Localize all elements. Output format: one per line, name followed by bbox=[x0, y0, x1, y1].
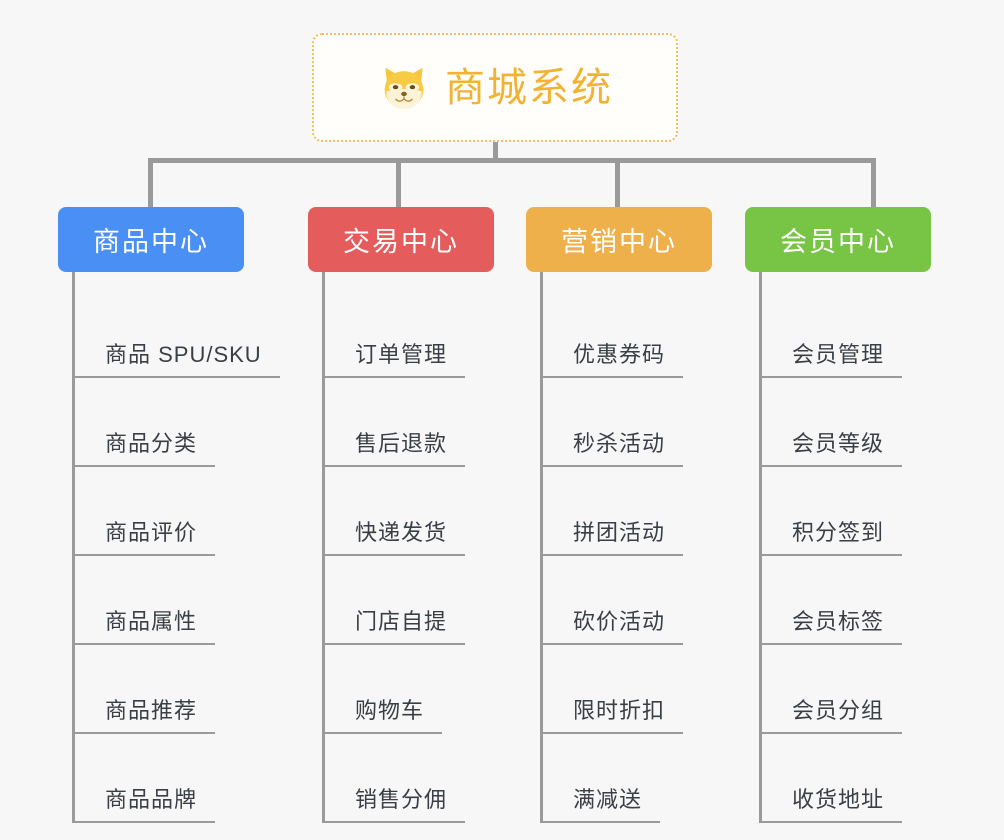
connector-drop-branch-2 bbox=[396, 158, 401, 209]
branch-column-trade-center: 交易中心 订单管理 售后退款 快递发货 门店自提 购物车 销售分佣 bbox=[308, 207, 494, 823]
leaf-label: 会员等级 bbox=[762, 429, 903, 467]
leaf-label: 商品 SPU/SKU bbox=[75, 340, 280, 378]
leaf-item[interactable]: 秒杀活动 bbox=[543, 378, 712, 467]
leaf-item[interactable]: 商品品牌 bbox=[75, 734, 280, 823]
leaf-label: 购物车 bbox=[325, 696, 443, 734]
branch-header-trade-center[interactable]: 交易中心 bbox=[308, 207, 494, 272]
leaf-item[interactable]: 满减送 bbox=[543, 734, 712, 823]
leaf-label: 商品属性 bbox=[75, 607, 216, 645]
connector-drop-branch-1 bbox=[148, 158, 153, 209]
leaf-label: 会员管理 bbox=[762, 340, 903, 378]
leaf-label: 售后退款 bbox=[325, 429, 466, 467]
connector-drop-branch-3 bbox=[615, 158, 620, 209]
leaf-item[interactable]: 会员标签 bbox=[762, 556, 931, 645]
leaf-label: 会员分组 bbox=[762, 696, 903, 734]
leaf-item[interactable]: 会员等级 bbox=[762, 378, 931, 467]
branch-column-marketing-center: 营销中心 优惠券码 秒杀活动 拼团活动 砍价活动 限时折扣 满减送 bbox=[526, 207, 712, 823]
root-node[interactable]: 商城系统 bbox=[312, 33, 678, 142]
leaf-label: 优惠券码 bbox=[543, 340, 684, 378]
leaf-list-trade-center: 订单管理 售后退款 快递发货 门店自提 购物车 销售分佣 bbox=[322, 272, 494, 823]
leaf-item[interactable]: 销售分佣 bbox=[325, 734, 494, 823]
branch-column-member-center: 会员中心 会员管理 会员等级 积分签到 会员标签 会员分组 收货地址 bbox=[745, 207, 931, 823]
leaf-label: 拼团活动 bbox=[543, 518, 684, 556]
leaf-item[interactable]: 商品推荐 bbox=[75, 645, 280, 734]
leaf-label: 商品品牌 bbox=[75, 785, 216, 823]
leaf-item[interactable]: 商品 SPU/SKU bbox=[75, 289, 280, 378]
leaf-label: 会员标签 bbox=[762, 607, 903, 645]
leaf-item[interactable]: 收货地址 bbox=[762, 734, 931, 823]
leaf-label: 商品评价 bbox=[75, 518, 216, 556]
leaf-label: 门店自提 bbox=[325, 607, 466, 645]
leaf-label: 秒杀活动 bbox=[543, 429, 684, 467]
connector-root-stem bbox=[493, 142, 498, 163]
branch-header-marketing-center[interactable]: 营销中心 bbox=[526, 207, 712, 272]
leaf-label: 积分签到 bbox=[762, 518, 903, 556]
leaf-item[interactable]: 会员分组 bbox=[762, 645, 931, 734]
leaf-item[interactable]: 限时折扣 bbox=[543, 645, 712, 734]
leaf-item[interactable]: 快递发货 bbox=[325, 467, 494, 556]
leaf-label: 销售分佣 bbox=[325, 785, 466, 823]
leaf-item[interactable]: 商品属性 bbox=[75, 556, 280, 645]
leaf-list-marketing-center: 优惠券码 秒杀活动 拼团活动 砍价活动 限时折扣 满减送 bbox=[540, 272, 712, 823]
branch-header-product-center[interactable]: 商品中心 bbox=[58, 207, 244, 272]
leaf-item[interactable]: 购物车 bbox=[325, 645, 494, 734]
leaf-list-product-center: 商品 SPU/SKU 商品分类 商品评价 商品属性 商品推荐 商品品牌 bbox=[72, 272, 280, 823]
leaf-item[interactable]: 积分签到 bbox=[762, 467, 931, 556]
leaf-item[interactable]: 订单管理 bbox=[325, 289, 494, 378]
leaf-item[interactable]: 门店自提 bbox=[325, 556, 494, 645]
connector-horizontal-bus bbox=[148, 158, 876, 163]
leaf-item[interactable]: 会员管理 bbox=[762, 289, 931, 378]
shiba-dog-face-icon bbox=[377, 61, 431, 115]
leaf-list-member-center: 会员管理 会员等级 积分签到 会员标签 会员分组 收货地址 bbox=[759, 272, 931, 823]
branch-header-member-center[interactable]: 会员中心 bbox=[745, 207, 931, 272]
leaf-item[interactable]: 商品分类 bbox=[75, 378, 280, 467]
leaf-item[interactable]: 拼团活动 bbox=[543, 467, 712, 556]
leaf-label: 订单管理 bbox=[325, 340, 466, 378]
leaf-item[interactable]: 售后退款 bbox=[325, 378, 494, 467]
leaf-label: 满减送 bbox=[543, 785, 661, 823]
connector-drop-branch-4 bbox=[871, 158, 876, 209]
leaf-item[interactable]: 砍价活动 bbox=[543, 556, 712, 645]
leaf-label: 砍价活动 bbox=[543, 607, 684, 645]
leaf-label: 快递发货 bbox=[325, 518, 466, 556]
branch-column-product-center: 商品中心 商品 SPU/SKU 商品分类 商品评价 商品属性 商品推荐 商品品牌 bbox=[58, 207, 280, 823]
leaf-item[interactable]: 商品评价 bbox=[75, 467, 280, 556]
leaf-label: 收货地址 bbox=[762, 785, 903, 823]
leaf-item[interactable]: 优惠券码 bbox=[543, 289, 712, 378]
leaf-label: 限时折扣 bbox=[543, 696, 684, 734]
leaf-label: 商品推荐 bbox=[75, 696, 216, 734]
leaf-label: 商品分类 bbox=[75, 429, 216, 467]
root-title: 商城系统 bbox=[445, 65, 613, 110]
